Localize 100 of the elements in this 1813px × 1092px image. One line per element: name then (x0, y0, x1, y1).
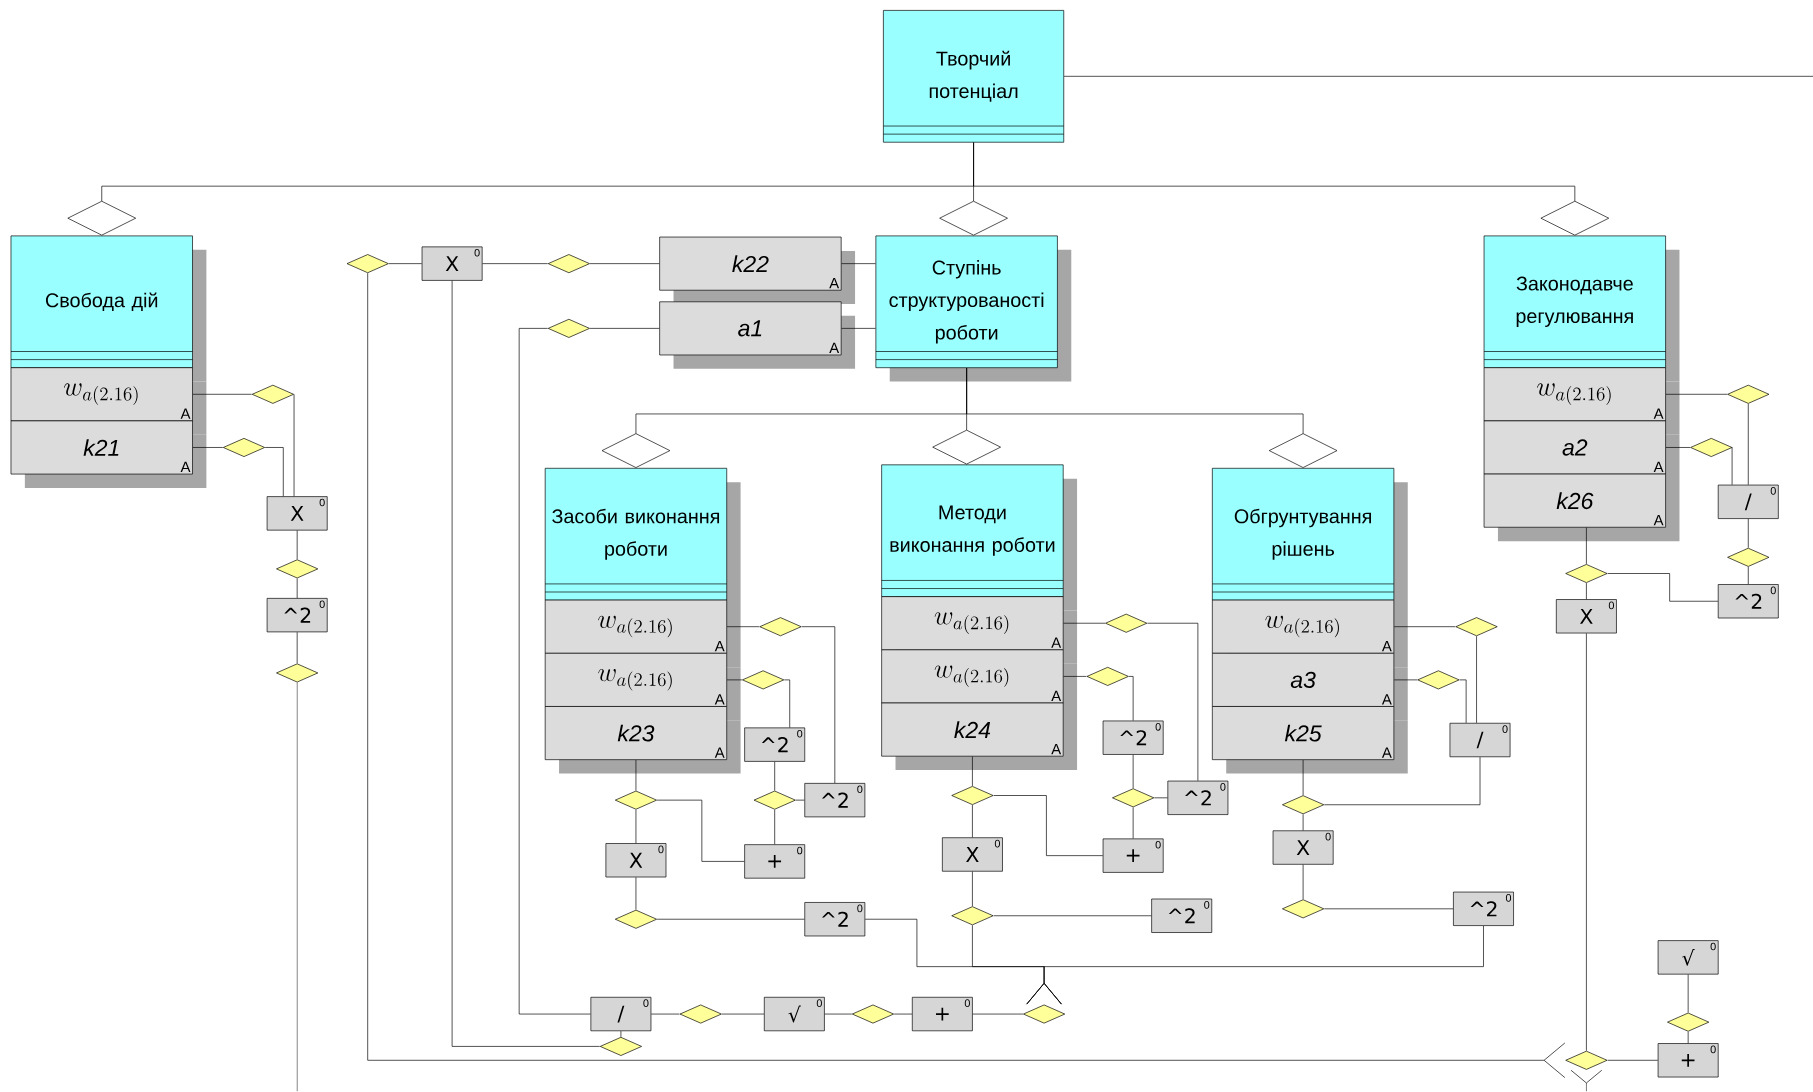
operator-box: X 0 (1556, 599, 1617, 634)
attribute-box: k26 A (1483, 474, 1680, 542)
connector (656, 919, 805, 920)
operator-box: + 0 (1657, 1043, 1719, 1078)
entity-box: Ступінь структурованості роботи (875, 235, 1072, 382)
operator-box: ^2 0 (1102, 720, 1164, 756)
junction-diamond (1086, 667, 1129, 687)
junction-diamond (1565, 1051, 1608, 1070)
connector (1302, 864, 1304, 900)
connector (1607, 1060, 1659, 1061)
connector (972, 871, 973, 907)
junction-diamond (1112, 788, 1155, 808)
connector (841, 328, 876, 329)
operator-box: / 0 (1449, 723, 1511, 758)
operator-box: + 0 (1102, 838, 1164, 873)
junction-diamond (614, 790, 657, 810)
connector (1128, 676, 1134, 722)
connector (1063, 76, 1813, 77)
junction-diamond (547, 254, 590, 274)
operator-box: X 0 (1272, 830, 1334, 865)
junction-diamond (276, 559, 319, 579)
connector (651, 1013, 680, 1015)
connector (721, 1013, 765, 1015)
connector (783, 679, 791, 729)
attribute-box: k23 A (544, 706, 741, 774)
entity-box: Методи виконання роботи (881, 464, 1078, 611)
connector (1063, 676, 1087, 677)
operator-box: ^2 0 (1717, 584, 1779, 619)
connector (1607, 573, 1719, 602)
junction-diamond (346, 254, 389, 274)
connector (367, 273, 1566, 1079)
junction-diamond (1282, 899, 1325, 919)
junction-diamond (759, 617, 802, 637)
connector (192, 394, 253, 395)
operator-box: + 0 (911, 997, 973, 1032)
operator-box: ^2 0 (1151, 898, 1213, 934)
junction-diamond (1667, 1012, 1710, 1032)
operator-box: ^2 0 (804, 902, 866, 937)
connector (972, 1013, 1024, 1015)
connector (824, 1013, 853, 1015)
connector (1665, 394, 1728, 395)
operator-box: √ 0 (763, 997, 825, 1032)
connector (1393, 626, 1456, 628)
connector (1687, 974, 1689, 1014)
junction-diamond (1105, 614, 1148, 633)
connector (296, 530, 298, 560)
operator-box: √ 0 (1657, 940, 1719, 975)
connector (518, 328, 591, 1015)
junction-diamond (753, 790, 796, 810)
junction-diamond (951, 786, 994, 806)
connector (1147, 623, 1199, 782)
junction-diamond (679, 1004, 722, 1024)
connector (589, 263, 660, 265)
connector (972, 756, 973, 787)
attribute-box: k21 A (10, 420, 207, 489)
connector (293, 394, 295, 497)
connector (482, 263, 549, 265)
attribute-box: k22 A (659, 236, 856, 305)
connector (451, 280, 601, 1047)
connector (1132, 754, 1134, 789)
connector (1132, 807, 1134, 840)
operator-box: ^2 0 (1167, 780, 1229, 816)
connector (1747, 518, 1749, 549)
connector (296, 632, 298, 664)
connector (1063, 623, 1106, 624)
connector (1731, 447, 1733, 486)
connector (801, 626, 836, 784)
entity-box: Свобода дій (10, 235, 207, 382)
operator-box: X 0 (421, 246, 483, 281)
connector (656, 800, 745, 862)
operator-box: + 0 (744, 844, 806, 879)
connector (1026, 925, 1484, 1005)
operator-box: X 0 (605, 843, 667, 878)
junction-diamond (1455, 617, 1498, 637)
entity-box: Засоби виконання роботи (544, 468, 741, 615)
connector (966, 367, 1338, 469)
connector (1153, 797, 1168, 799)
attribute-box: a1 A (659, 301, 856, 370)
connector (1665, 447, 1691, 449)
connector (1586, 633, 1587, 1052)
entity-box: Творчий потенціал (883, 10, 1065, 143)
connector (993, 795, 1104, 857)
junction-diamond (1690, 438, 1733, 458)
connector (993, 915, 1152, 917)
junction-diamond (599, 1037, 642, 1057)
connector (1459, 679, 1467, 724)
junction-diamond (1417, 670, 1460, 690)
connector (1687, 1031, 1689, 1044)
operator-box: ^2 0 (266, 598, 328, 633)
operator-box: / 0 (1717, 484, 1779, 520)
attribute-box: k24 A (881, 702, 1078, 771)
entity-box: Законодавче регулювання (1483, 235, 1680, 382)
operator-box: X 0 (266, 496, 328, 531)
connector (1323, 908, 1454, 910)
junction-diamond (276, 663, 319, 683)
junction-diamond (742, 670, 785, 690)
junction-diamond (1023, 1004, 1066, 1024)
connector (795, 800, 805, 801)
connector (1393, 679, 1418, 681)
connector (1302, 759, 1304, 796)
